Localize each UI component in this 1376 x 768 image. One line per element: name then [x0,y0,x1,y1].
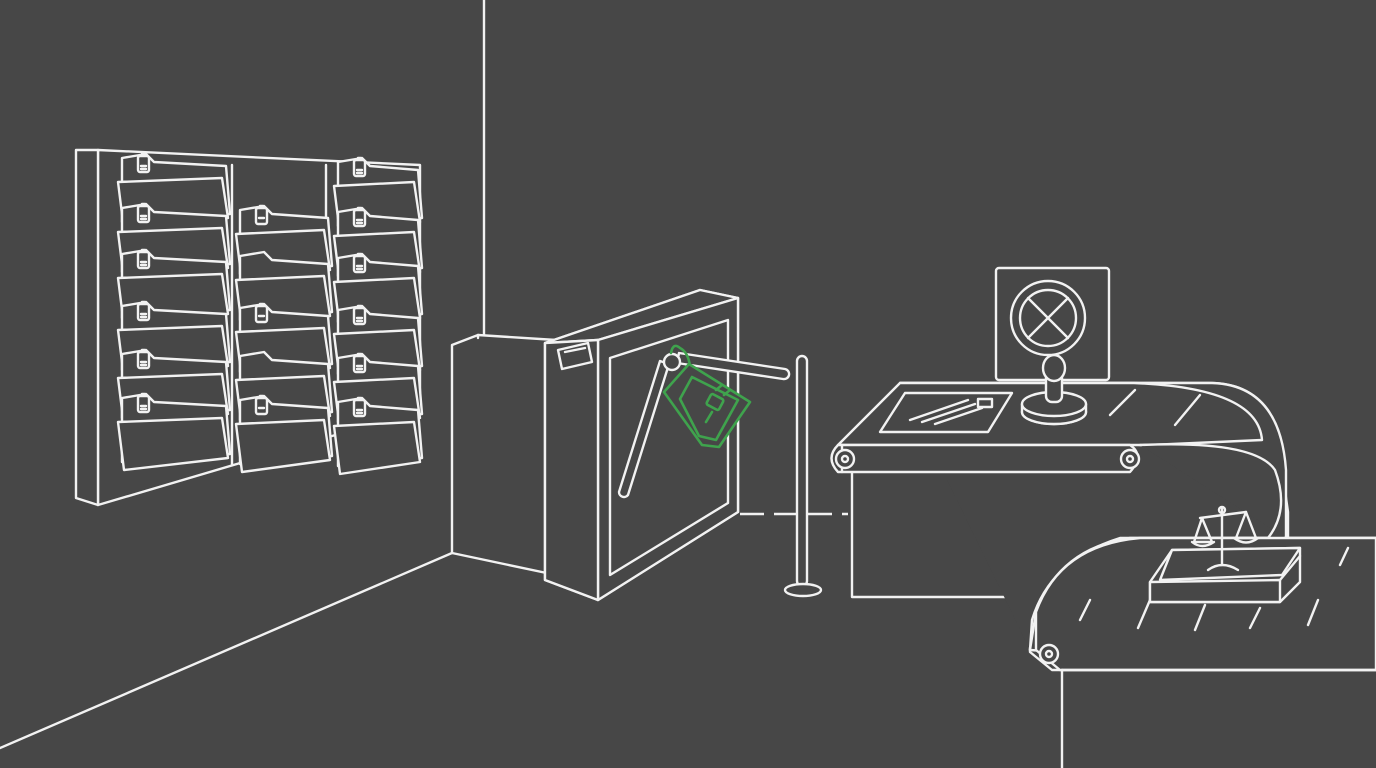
folder [116,392,232,472]
plug-icon [704,383,732,424]
folder-grid [116,152,424,476]
battery-icon [136,348,151,370]
battery-icon [254,302,269,324]
rejection-sign [994,266,1111,382]
battery-icon [136,152,151,174]
x-circle-icon [1009,279,1087,357]
battery-icon [254,394,269,416]
battery-icon [136,300,151,322]
battery-icon [254,204,269,226]
folder [234,394,334,474]
rubber-stamp [1020,353,1088,426]
battery-icon [136,202,151,224]
scales-icon [1190,505,1260,572]
battery-icon [136,248,151,270]
room-corner [0,0,486,750]
battery-icon [352,252,367,274]
belt-slats [1078,388,1350,632]
cabinet [450,333,558,577]
document [878,391,1014,434]
turnstile [543,288,791,602]
folder-rack [74,148,424,507]
inspection-desk [830,266,1376,768]
battery-icon [352,304,367,326]
scales-tray [1148,505,1302,604]
battery-icon [352,396,367,418]
stanchion [740,354,848,598]
battery-icon [352,352,367,374]
folder [332,396,424,476]
turnstile-arms [617,351,791,499]
battery-icon [352,156,367,178]
plug-tag [662,344,752,449]
battery-icon [136,392,151,414]
battery-icon [352,206,367,228]
